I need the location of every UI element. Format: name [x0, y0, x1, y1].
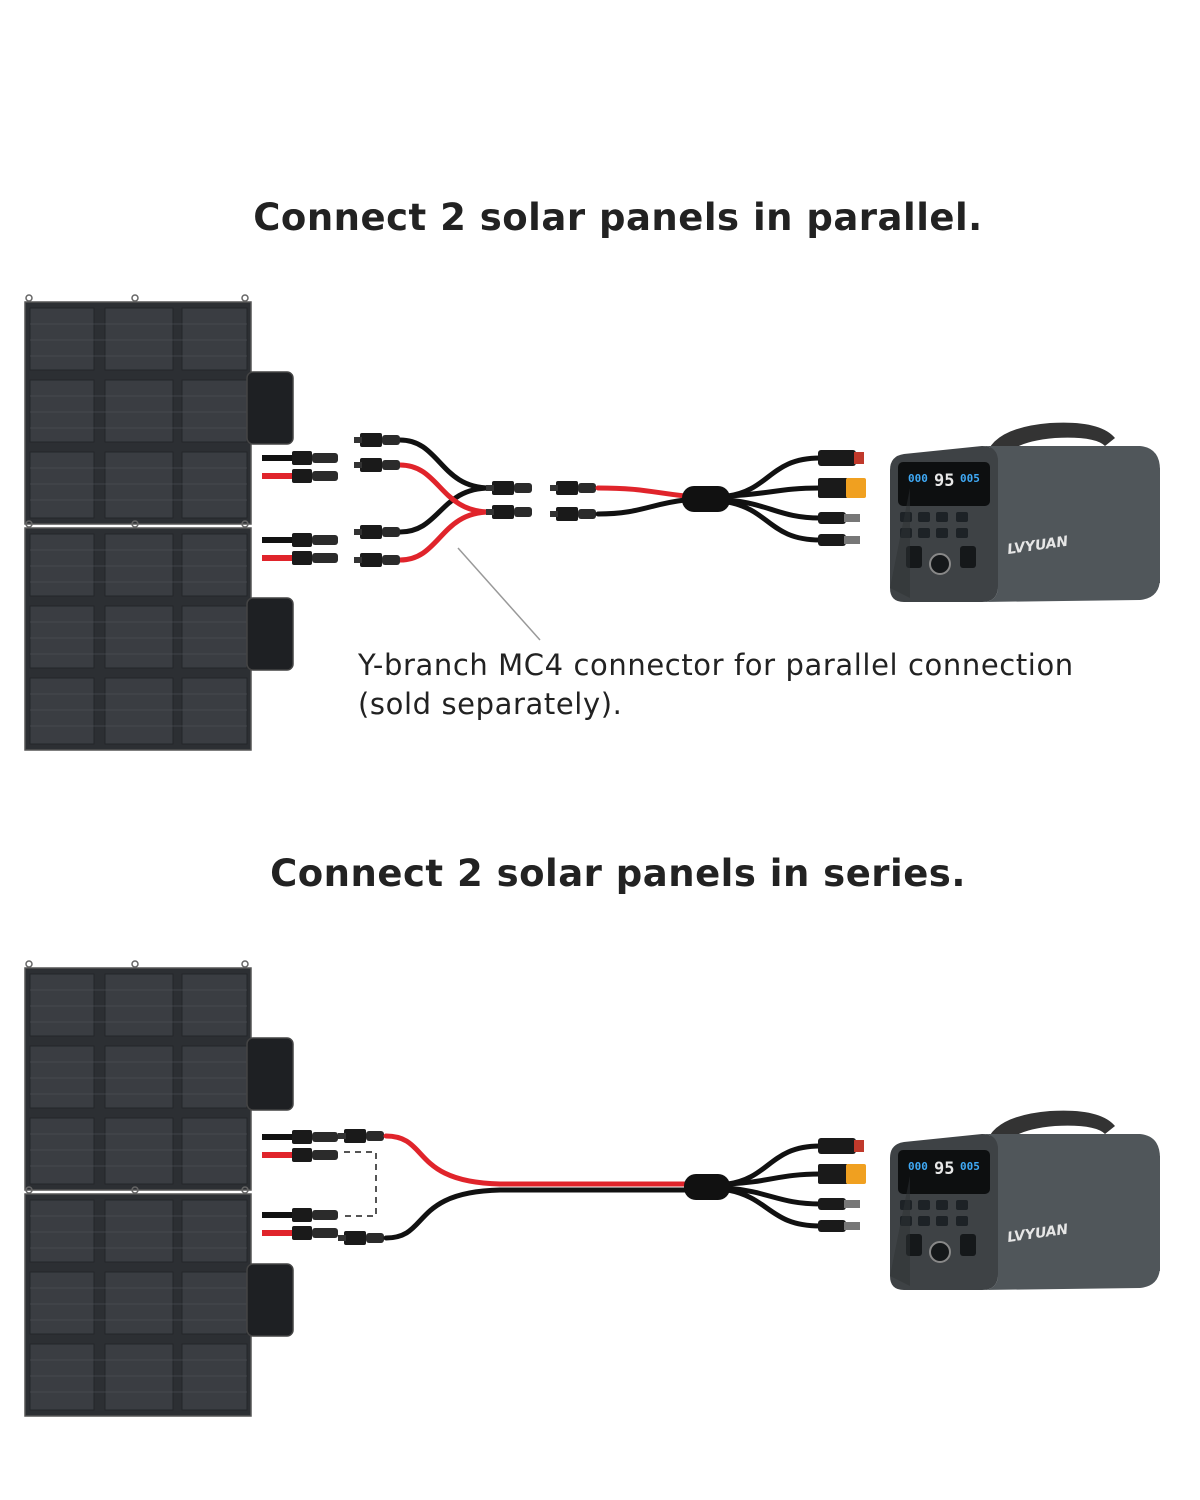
adapter-plugs-series: [818, 1138, 866, 1232]
y-branch-input-4: [354, 553, 400, 567]
panel-connector-top-parallel: [262, 451, 338, 483]
y-branch-note: Y-branch MC4 connector for parallel conn…: [358, 646, 1198, 724]
lcd-mid-series: 95: [934, 1159, 954, 1179]
adapter-plugs-parallel: [818, 450, 866, 546]
solar-panel-top-parallel: [24, 294, 294, 525]
power-station-parallel: 000 95 005 LVYUAN: [889, 421, 1161, 603]
note-line-1: Y-branch MC4 connector for parallel conn…: [358, 648, 1074, 682]
note-pointer-line: [457, 547, 541, 641]
parallel-diagram: 000 95 005 LVYUAN: [24, 294, 1161, 751]
series-input-positive: [338, 1129, 384, 1143]
series-cables: [383, 1133, 823, 1241]
series-jumper-dashed: [344, 1151, 377, 1217]
solar-panel-bottom-parallel: [24, 520, 294, 751]
adapter-cables-parallel: [595, 455, 823, 543]
y-branch-output-1: [486, 481, 532, 495]
parallel-title: Connect 2 solar panels in parallel.: [253, 196, 983, 239]
solar-panel-top-series: [24, 960, 294, 1191]
y-branch-input-2: [354, 458, 400, 472]
lcd-right-parallel: 005: [960, 472, 980, 485]
series-input-negative: [338, 1231, 384, 1245]
panel-connector-bottom-parallel: [262, 533, 338, 565]
adapter-input-1: [550, 481, 596, 495]
series-title: Connect 2 solar panels in series.: [270, 852, 966, 895]
adapter-input-2: [550, 507, 596, 521]
y-branch-input-1: [354, 433, 400, 447]
y-branch-input-3: [354, 525, 400, 539]
y-branch-output-2: [486, 505, 532, 519]
lcd-mid-parallel: 95: [934, 471, 954, 491]
adapter-hub-parallel: [682, 486, 730, 512]
adapter-hub-series: [684, 1174, 730, 1200]
lcd-left-parallel: 000: [908, 472, 928, 485]
solar-panel-bottom-series: [24, 1186, 294, 1417]
y-branch-cables: [397, 437, 493, 563]
lcd-right-series: 005: [960, 1160, 980, 1173]
power-station-series: 000 95 005 LVYUAN: [889, 1109, 1161, 1291]
panel-connector-bottom-series: [262, 1208, 338, 1240]
lcd-left-series: 000: [908, 1160, 928, 1173]
series-diagram: 000 95 005 LVYUAN: [24, 960, 1161, 1417]
panel-connector-top-series: [262, 1130, 338, 1162]
note-line-2: (sold separately).: [358, 687, 623, 721]
